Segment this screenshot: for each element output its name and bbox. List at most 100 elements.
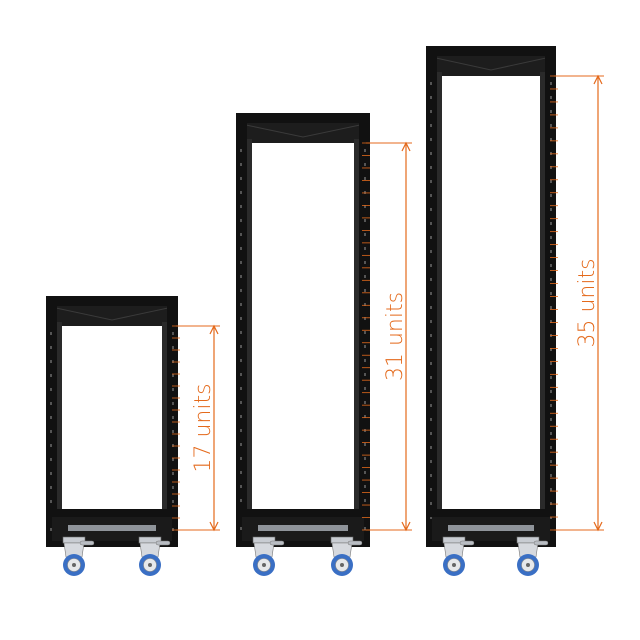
caster-fork (139, 542, 161, 558)
rail-hole (364, 149, 366, 152)
top-cap (46, 296, 178, 306)
rail-hole (172, 332, 174, 335)
rail-hole (364, 359, 366, 362)
rail-hole (430, 488, 432, 491)
rail-hole (172, 458, 174, 461)
rail-hole (430, 390, 432, 393)
rail-hole (50, 360, 52, 363)
top-panel (52, 306, 172, 326)
caster-brake (347, 540, 363, 546)
top-cap (426, 46, 556, 56)
rail-hole (240, 429, 242, 432)
rail-hole (50, 528, 52, 531)
rail-hole (240, 457, 242, 460)
arrow-down-icon (401, 521, 411, 532)
rail-hole (550, 474, 552, 477)
rail-hole (240, 499, 242, 502)
rail-hole (364, 499, 366, 502)
rail-hole (50, 332, 52, 335)
rail-hole (430, 124, 432, 127)
rack-31u: 31 units (236, 113, 412, 576)
rail-hole (550, 194, 552, 197)
top-panel (432, 56, 550, 76)
rail-hole (550, 110, 552, 113)
rail-hole (550, 348, 552, 351)
rail-hole (172, 528, 174, 531)
rail-hole (430, 138, 432, 141)
height-dimension: 31 units (366, 141, 412, 532)
rail-hole (550, 390, 552, 393)
caster-brake (533, 540, 549, 546)
top-panel-brace (55, 307, 169, 321)
caster-brake (269, 540, 285, 546)
rail-hole (240, 163, 242, 166)
rail-hole (364, 219, 366, 222)
rail-hole (550, 292, 552, 295)
rail-hole (364, 191, 366, 194)
rail-hole (430, 446, 432, 449)
rail-hole (550, 264, 552, 267)
rail-hole (240, 527, 242, 530)
rail-hole (430, 152, 432, 155)
rail-hole (550, 124, 552, 127)
rail-hole (550, 278, 552, 281)
rail-hole (240, 387, 242, 390)
rail-hole (50, 458, 52, 461)
rail-hole (240, 317, 242, 320)
rail-hole (550, 208, 552, 211)
rail-hole (50, 346, 52, 349)
base-plate (46, 541, 178, 547)
rail-hole (50, 388, 52, 391)
base-bar (68, 525, 156, 531)
rail-hole (172, 472, 174, 475)
arrow-down-icon (593, 521, 603, 532)
rail-hole (240, 289, 242, 292)
rail-hole (430, 474, 432, 477)
caster-fork (443, 542, 465, 558)
rail-hole (550, 166, 552, 169)
rail-hole (430, 516, 432, 519)
rail-hole (172, 360, 174, 363)
rail-hole (430, 460, 432, 463)
caster-fork (63, 542, 85, 558)
rail-hole (364, 233, 366, 236)
rail-hole (240, 373, 242, 376)
rail-hole (240, 247, 242, 250)
wheel-axle (526, 563, 530, 567)
rail-hole (550, 306, 552, 309)
caster-fork (253, 542, 275, 558)
rail-hole (550, 180, 552, 183)
rail-hole (172, 346, 174, 349)
caster-left (252, 536, 285, 576)
rail-hole (550, 82, 552, 85)
rail-hole (364, 471, 366, 474)
rail-hole (430, 362, 432, 365)
rail-hole (430, 82, 432, 85)
rail-hole (172, 430, 174, 433)
rail-hole (430, 292, 432, 295)
rail-hole (430, 502, 432, 505)
rail-hole (550, 138, 552, 141)
unit-count-label: 31 units (383, 292, 408, 381)
rail-hole (430, 110, 432, 113)
rail-hole (430, 194, 432, 197)
rail-hole (550, 446, 552, 449)
rail-hole (430, 264, 432, 267)
base-plate (426, 541, 556, 547)
arrow-up-icon (401, 141, 411, 152)
right-rail (162, 322, 167, 535)
rail-hole (364, 303, 366, 306)
caster-right (516, 536, 549, 576)
rail-hole (364, 205, 366, 208)
rail-hole (364, 177, 366, 180)
rail-hole (430, 208, 432, 211)
caster-fork (517, 542, 539, 558)
rail-hole (240, 205, 242, 208)
base-bar (258, 525, 348, 531)
rail-hole (364, 163, 366, 166)
rail-hole (364, 261, 366, 264)
rail-hole (430, 180, 432, 183)
caster-brake (155, 540, 171, 546)
rail-hole (430, 432, 432, 435)
top-panel (242, 123, 364, 143)
